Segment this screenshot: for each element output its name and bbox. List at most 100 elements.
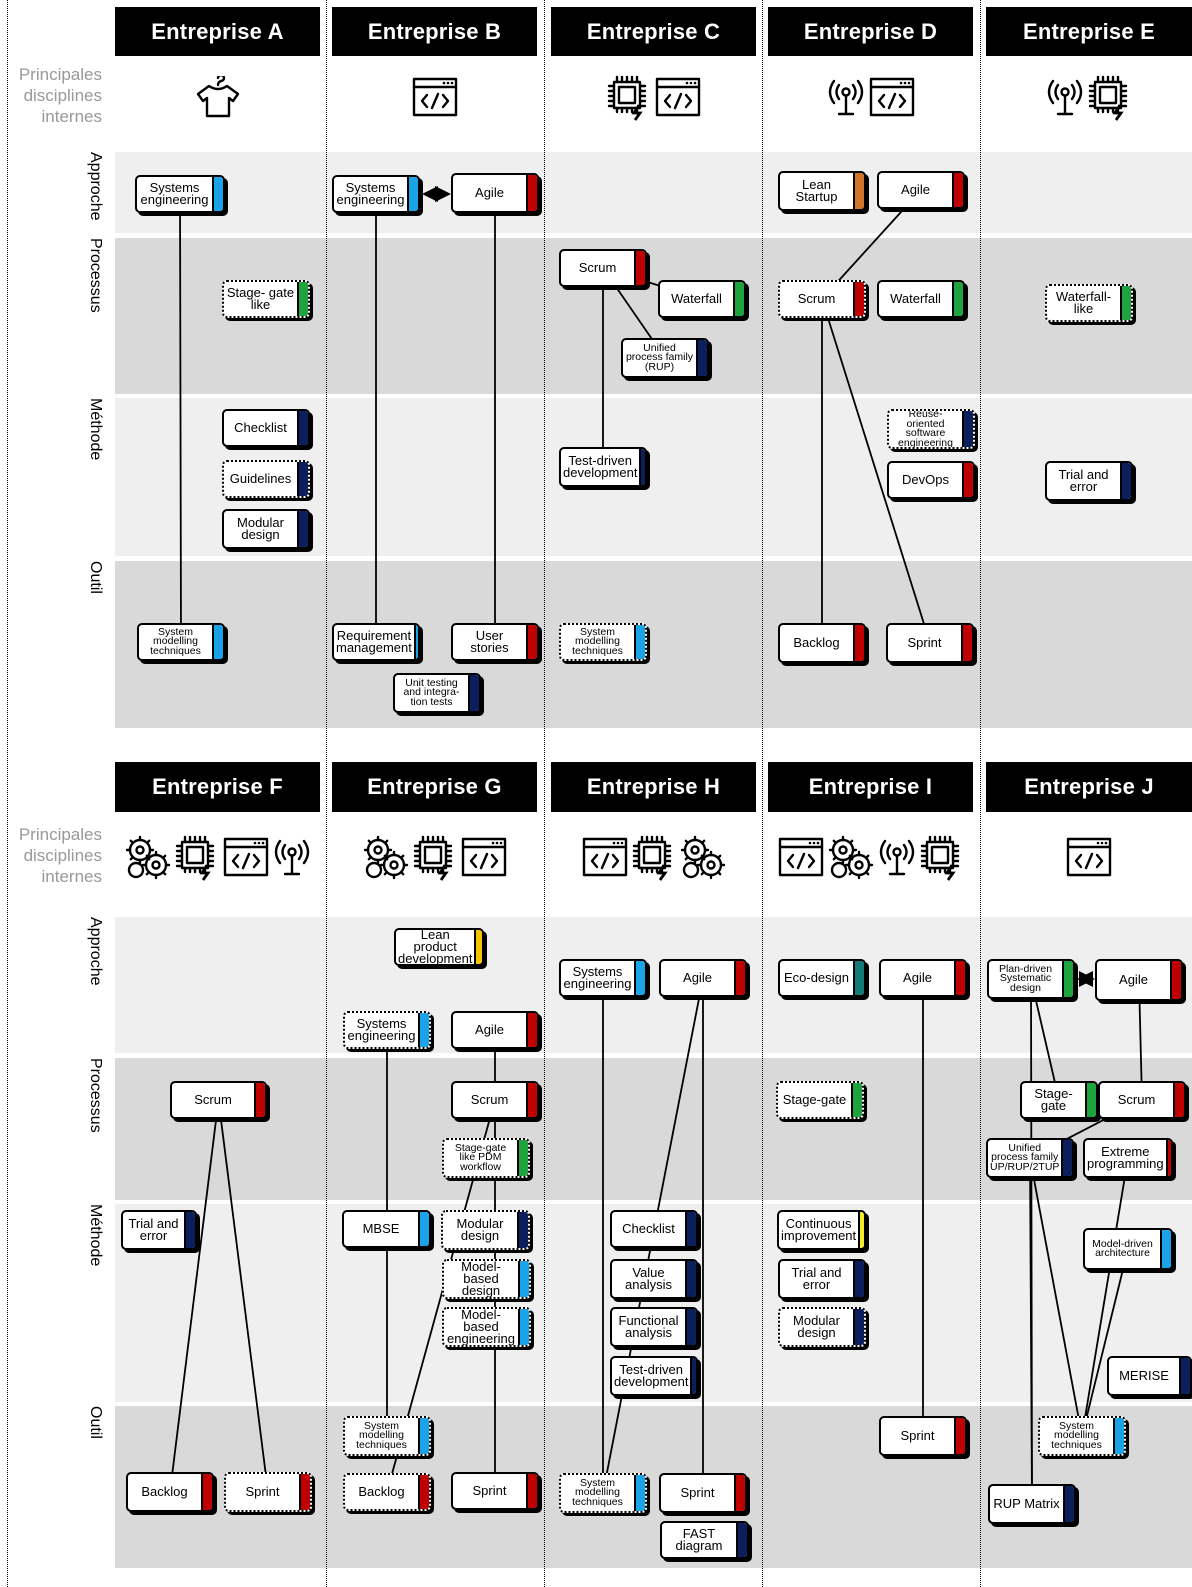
method-box-g4: Scrum	[451, 1081, 539, 1119]
method-box-label: Trial and error	[128, 1216, 179, 1243]
category-color-bar	[1160, 1230, 1171, 1268]
category-color-bar	[634, 625, 645, 659]
category-color-bar	[254, 1083, 265, 1117]
category-color-bar	[736, 1523, 747, 1557]
method-box-label: Agile	[1119, 972, 1148, 987]
method-box-i4: Continuous improvement	[777, 1210, 866, 1250]
connector-j5-j9	[1029, 1157, 1083, 1437]
method-box-g5: Stage-gate like PDM workflow	[442, 1138, 530, 1178]
method-box-h9: FAST diagram	[660, 1521, 749, 1559]
antenna-icon	[272, 836, 312, 885]
method-box-e2: Trial and error	[1045, 461, 1133, 501]
category-color-bar	[297, 462, 308, 496]
method-box-h6: Test-driven development	[610, 1356, 698, 1396]
method-box-j4: Scrum	[1098, 1081, 1186, 1119]
method-box-b3: Requirement management	[332, 623, 420, 661]
category-color-bar	[297, 511, 308, 547]
method-box-label: Plan-driven Systematic design	[998, 962, 1053, 994]
category-color-bar	[1165, 1140, 1171, 1176]
method-box-label: Unit testing and integra- tion tests	[403, 676, 460, 708]
method-box-label: Systems engineering	[140, 180, 209, 207]
method-box-d6: DevOps	[887, 461, 975, 499]
method-box-label: Stage-gate	[782, 1092, 847, 1107]
method-box-h2: Agile	[659, 959, 747, 997]
category-color-bar	[299, 1474, 310, 1510]
method-box-h5: Functional analysis	[610, 1307, 698, 1347]
category-color-bar	[696, 340, 707, 376]
method-box-g6: MBSE	[342, 1210, 431, 1248]
row-label-approche: Approche	[87, 917, 104, 986]
connector-j1-j3	[1030, 978, 1060, 1101]
category-color-bar	[518, 1261, 529, 1297]
method-box-label: Systems engineering	[336, 180, 405, 207]
company-header-d: Entreprise D	[768, 7, 973, 56]
method-box-g8: Model-based design	[442, 1259, 531, 1299]
method-box-g10: System modelling techniques	[343, 1416, 431, 1456]
code-window-icon	[222, 836, 270, 885]
category-color-bar	[184, 1212, 195, 1248]
discipline-icons-e	[986, 72, 1192, 128]
method-box-label: Test-driven development	[563, 453, 638, 480]
method-box-label: Waterfall	[671, 291, 722, 306]
category-color-bar	[952, 173, 963, 207]
band-approche-1	[115, 152, 1192, 233]
connector-f1-f4	[217, 1099, 269, 1493]
method-box-b1: Systems engineering	[332, 175, 420, 213]
antenna-icon	[826, 76, 866, 125]
connector-a1-a6	[179, 193, 182, 643]
method-box-label: System modelling techniques	[572, 625, 623, 657]
method-box-label: Value analysis	[625, 1265, 672, 1292]
method-box-j8: MERISE	[1107, 1356, 1192, 1396]
method-box-g7: Modular design	[441, 1210, 530, 1250]
discipline-icons-c	[551, 72, 756, 128]
method-box-d7: Backlog	[778, 623, 866, 663]
method-box-g2: Systems engineering	[343, 1011, 431, 1049]
method-box-g9: Model-based engineering	[442, 1307, 531, 1347]
connector-f1-f3	[169, 1099, 220, 1493]
company-header-g: Entreprise G	[332, 762, 537, 812]
connector-j6-j9	[1081, 1157, 1129, 1437]
category-color-bar	[734, 961, 745, 995]
connector-d3-d8	[821, 298, 931, 644]
category-color-bar	[526, 1013, 537, 1047]
method-box-label: Sprint	[245, 1484, 280, 1499]
row-label-outil: Outil	[87, 561, 104, 594]
method-box-c2: Waterfall	[658, 280, 746, 318]
method-box-label: Sprint	[680, 1485, 715, 1500]
method-box-a1: Systems engineering	[135, 175, 225, 213]
category-color-bar	[853, 173, 864, 209]
company-header-i: Entreprise I	[768, 762, 973, 812]
method-box-label: Agile	[901, 182, 930, 197]
category-color-bar	[962, 463, 973, 497]
method-box-i6: Modular design	[778, 1307, 866, 1347]
company-header-e: Entreprise E	[986, 7, 1192, 56]
method-box-label: Unified process family (RUP)	[625, 341, 694, 373]
gears-icon	[827, 835, 875, 886]
column-separator	[980, 0, 981, 1587]
method-box-label: Systems engineering	[563, 964, 632, 991]
method-box-label: Modular design	[793, 1313, 840, 1340]
discipline-icons-i	[768, 832, 973, 888]
code-window-icon	[411, 76, 459, 125]
disciplines-label-line: internes	[41, 107, 102, 126]
method-box-label: Agile	[683, 970, 712, 985]
discipline-icons-g	[332, 832, 537, 888]
company-header-f: Entreprise F	[115, 762, 320, 812]
method-box-label: Checklist	[622, 1221, 675, 1236]
category-color-bar	[526, 1474, 537, 1508]
category-color-bar	[297, 282, 308, 316]
category-color-bar	[634, 1475, 645, 1511]
code-window-icon	[460, 836, 508, 885]
method-box-label: Scrum	[194, 1092, 232, 1107]
method-box-label: Agile	[475, 1022, 504, 1037]
method-box-label: Model-based engineering	[447, 1307, 515, 1346]
category-color-bar	[407, 177, 418, 211]
method-box-b4: User stories	[451, 623, 539, 661]
method-box-label: Lean product development	[398, 928, 473, 966]
category-color-bar	[517, 1140, 528, 1176]
method-box-d2: Agile	[877, 171, 965, 209]
method-box-a6: System modelling techniques	[137, 623, 225, 661]
category-color-bar	[212, 625, 223, 659]
method-box-b5: Unit testing and integra- tion tests	[393, 673, 481, 713]
method-box-h3: Checklist	[610, 1210, 698, 1248]
